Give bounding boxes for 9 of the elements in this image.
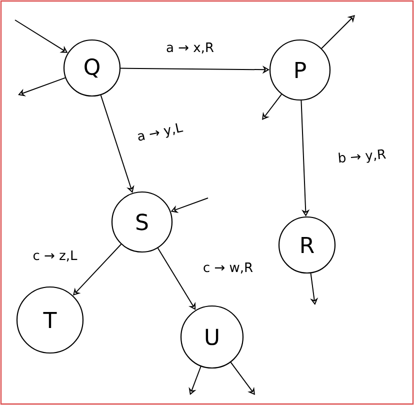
edge-label: c → z,L bbox=[32, 250, 78, 262]
arrow bbox=[262, 94, 282, 120]
edge-label: a → y,L bbox=[134, 121, 186, 145]
edge-label: a → x,R bbox=[165, 42, 215, 54]
edge-label: b → y,R bbox=[336, 148, 388, 166]
arrow bbox=[321, 15, 355, 49]
edge-label: c → w,R bbox=[202, 262, 254, 274]
arrow bbox=[18, 77, 66, 96]
arrow bbox=[230, 362, 255, 395]
